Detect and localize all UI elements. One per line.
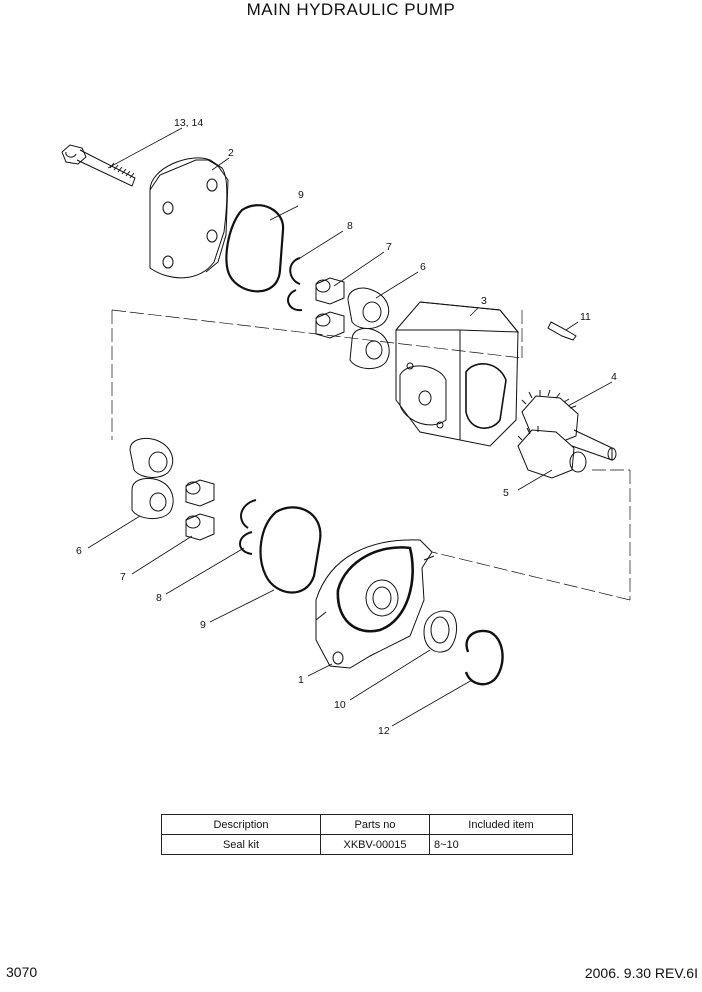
snap-ring-part (464, 629, 504, 686)
cover-part (149, 157, 229, 279)
callout-7-lower: 7 (120, 571, 126, 583)
col-parts-no: Parts no (320, 814, 430, 835)
bearing-block-lower (129, 437, 174, 519)
leader-lines (87, 127, 613, 727)
bushing-upper (315, 277, 345, 339)
backup-ring-upper (287, 257, 303, 312)
flange-part (315, 539, 435, 669)
callouts: 13, 14 2 9 8 7 6 3 11 4 5 6 7 8 9 1 10 1… (76, 117, 617, 737)
callout-9-upper: 9 (298, 189, 304, 201)
callout-4: 4 (611, 371, 617, 383)
page-number: 3070 (6, 964, 38, 980)
callout-13-14: 13, 14 (174, 117, 203, 129)
revision-date: 2006. 9.30 REV.6I (584, 965, 698, 981)
cell-parts-no: XKBV-00015 (320, 834, 430, 855)
bearing-block-upper (347, 287, 390, 369)
callout-8-lower: 8 (156, 592, 162, 604)
cell-description: Seal kit (161, 834, 321, 855)
table-header-row: Description Parts no Included item (161, 814, 573, 835)
callout-10: 10 (334, 699, 346, 711)
bolt-part (61, 144, 136, 187)
callout-12: 12 (378, 725, 390, 737)
page-title: MAIN HYDRAULIC PUMP (246, 0, 456, 19)
col-description: Description (161, 814, 321, 835)
callout-9-lower: 9 (200, 619, 206, 631)
cell-included-item: 8~10 (429, 834, 573, 855)
col-included-item: Included item (429, 814, 573, 835)
callout-3: 3 (481, 295, 487, 307)
seal-kit-table: Description Parts no Included item Seal … (161, 814, 573, 855)
backup-ring-lower (239, 499, 257, 555)
pump-body-part (395, 301, 520, 447)
callout-6-lower: 6 (76, 545, 82, 557)
driven-gear-part (517, 426, 587, 479)
callout-6-upper: 6 (420, 261, 426, 273)
gasket-upper (225, 204, 285, 293)
gasket-lower (259, 506, 322, 594)
callout-7-upper: 7 (386, 241, 392, 253)
table-row: Seal kit XKBV-00015 8~10 (161, 834, 573, 855)
oil-seal-part (423, 610, 457, 653)
assembly-frame (111, 309, 631, 601)
callout-11: 11 (580, 311, 591, 323)
bushing-lower (185, 479, 215, 541)
callout-8-upper: 8 (347, 220, 353, 232)
pin-part (547, 321, 577, 341)
callout-2: 2 (228, 147, 234, 159)
callout-1: 1 (298, 674, 304, 686)
callout-5: 5 (503, 487, 509, 499)
